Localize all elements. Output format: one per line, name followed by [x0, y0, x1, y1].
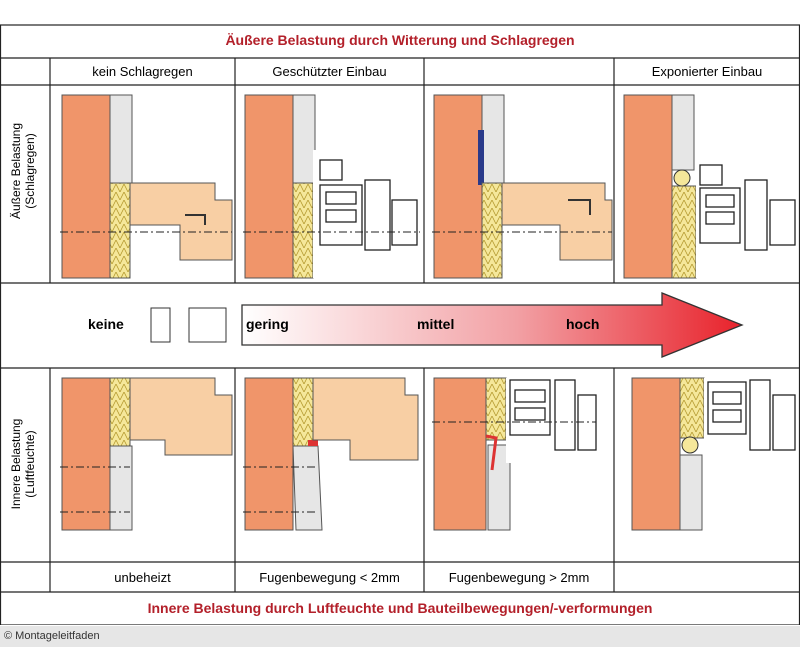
detail-outer-no-rain [60, 94, 233, 279]
load-scale-arrow [241, 292, 744, 358]
scale-none: keine [88, 316, 124, 332]
detail-inner-exposed [631, 377, 796, 531]
detail-outer-protected [243, 94, 421, 279]
header-no-rain: kein Schlagregen [92, 64, 193, 79]
row-label-outer: Äußere Belastung (Schlagregen) [9, 76, 41, 266]
row-label-outer-line1: Äußere Belastung [9, 122, 23, 220]
row-label-inner: Innere Belastung (Luftfeuchte) [9, 369, 41, 559]
label-large-movement: Fugenbewegung > 2mm [448, 570, 590, 585]
detail-inner-small-movement [243, 377, 419, 531]
bottom-title: Innere Belastung durch Luftfeuchte und B… [147, 600, 653, 616]
header-protected: Geschützter Einbau [272, 64, 387, 79]
row-label-inner-line2: (Luftfeuchte) [23, 430, 37, 498]
detail-inner-unheated [60, 377, 233, 531]
label-unheated: unbeheizt [114, 570, 171, 585]
scale-box-1 [150, 307, 171, 343]
header-exposed: Exponierter Einbau [651, 64, 763, 79]
detail-inner-large-movement [432, 377, 598, 531]
diagram-frame [0, 24, 800, 625]
scale-mid: mittel [417, 316, 455, 332]
label-small-movement: Fugenbewegung < 2mm [259, 570, 400, 585]
scale-high: hoch [566, 316, 600, 332]
detail-outer-exposed [623, 94, 796, 279]
row-label-inner-line1: Innere Belastung [9, 418, 23, 510]
top-title: Äußere Belastung durch Witterung und Sch… [225, 32, 575, 48]
credit-footer: © Montageleitfaden [0, 626, 800, 647]
row-label-outer-line2: (Schlagregen) [23, 133, 37, 209]
scale-low: gering [246, 316, 289, 332]
detail-outer-medium [432, 94, 613, 279]
scale-box-2 [188, 307, 227, 343]
